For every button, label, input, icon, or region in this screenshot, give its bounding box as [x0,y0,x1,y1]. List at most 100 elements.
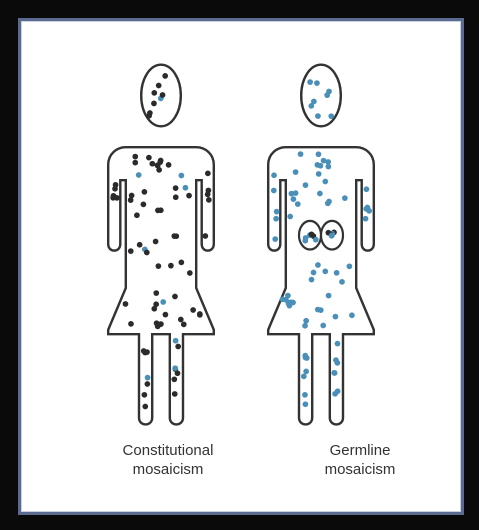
cell-dot [145,381,151,387]
cell-dot [272,236,278,242]
cell-dot [301,373,307,379]
cell-dot [325,159,331,165]
cell-dot [171,233,177,239]
caption-germline: Germline mosaicism [270,441,450,479]
cell-dot [318,163,324,169]
cell-dot [206,197,212,203]
cell-dot [175,344,181,350]
cell-dot [331,370,337,376]
cell-dot [349,312,355,318]
cell-dot [153,239,159,245]
cell-dot [173,185,179,191]
cell-dot [271,188,277,194]
cell-dot [142,392,148,398]
caption-constitutional: Constitutional mosaicism [78,441,258,479]
cell-dot [335,341,341,347]
constitutional-figure [108,65,214,425]
cell-dot [273,216,279,222]
cell-dot [168,263,174,269]
cell-dot [291,196,297,202]
caption-line: Constitutional [78,441,258,460]
cell-dot [302,353,308,359]
cell-dot [151,90,157,96]
cell-dot [178,173,184,179]
cell-dot [293,169,299,175]
caption-line: mosaicism [270,460,450,479]
cell-dot [326,89,332,95]
cell-dot [114,195,120,201]
cell-dot [326,293,332,299]
cell-dot [274,209,280,215]
cell-dot [141,202,147,208]
person-outline [268,65,374,425]
cell-dot [137,242,143,248]
cell-dot [183,185,189,191]
cell-dot [154,320,160,326]
cell-dot [178,317,184,323]
cell-dot [141,348,147,354]
cell-dot [172,391,178,397]
cell-dot [289,191,295,197]
cell-dot [156,83,162,89]
cell-dot [187,270,193,276]
cell-dot [363,216,369,222]
cell-dot [171,376,177,382]
cell-dot [364,186,370,192]
cell-dot [197,312,203,318]
cell-dot [132,154,138,160]
cell-dot [145,375,151,381]
cell-dot [136,172,142,178]
cell-dot [172,294,178,300]
cell-dot [316,171,322,177]
cell-dot [149,161,155,167]
mosaicism-diagram [21,21,461,512]
cell-dot [322,179,328,185]
cell-dot [287,303,293,309]
figure-panel: Constitutional mosaicism Germline mosaic… [18,18,464,515]
cell-dot [146,113,152,119]
cell-dot [166,162,172,168]
cell-dot [128,248,134,254]
cell-dot [285,293,291,299]
cell-dot [173,194,179,200]
cell-dot [332,391,338,397]
cell-dot [303,369,309,375]
cell-dot [314,80,320,86]
cell-dot [156,263,162,269]
cell-dot [316,151,322,157]
cell-dot [142,189,148,195]
cell-dot [342,195,348,201]
cell-dot [128,321,134,327]
cell-dot [153,290,159,296]
gonad-cell-dot [302,238,308,244]
cell-dot [317,191,323,197]
cell-dot [151,101,157,107]
cell-dot [175,370,181,376]
cell-dot [347,263,353,269]
cell-dot [142,404,148,410]
cell-dot [160,92,166,98]
cell-dot [307,79,313,85]
cell-dot [328,113,334,119]
cell-dot [302,323,308,329]
cell-dot [287,214,293,220]
cell-dot [181,322,187,328]
cell-dot [334,270,340,276]
cell-dot [303,318,309,324]
caption-line: Germline [270,441,450,460]
cell-dot [190,307,196,313]
cell-dot [157,159,163,165]
cell-dot [134,212,140,218]
germline-figure [268,65,374,425]
cell-dot [123,301,129,307]
cell-dot [205,192,211,198]
cell-dot [302,392,308,398]
cell-dot [320,323,326,329]
cell-dot [160,299,166,305]
cell-dot [132,160,138,166]
cell-dot [156,167,162,173]
gonad-cell-dot [309,231,315,237]
cell-dot [309,277,315,283]
cell-dot [271,172,277,178]
